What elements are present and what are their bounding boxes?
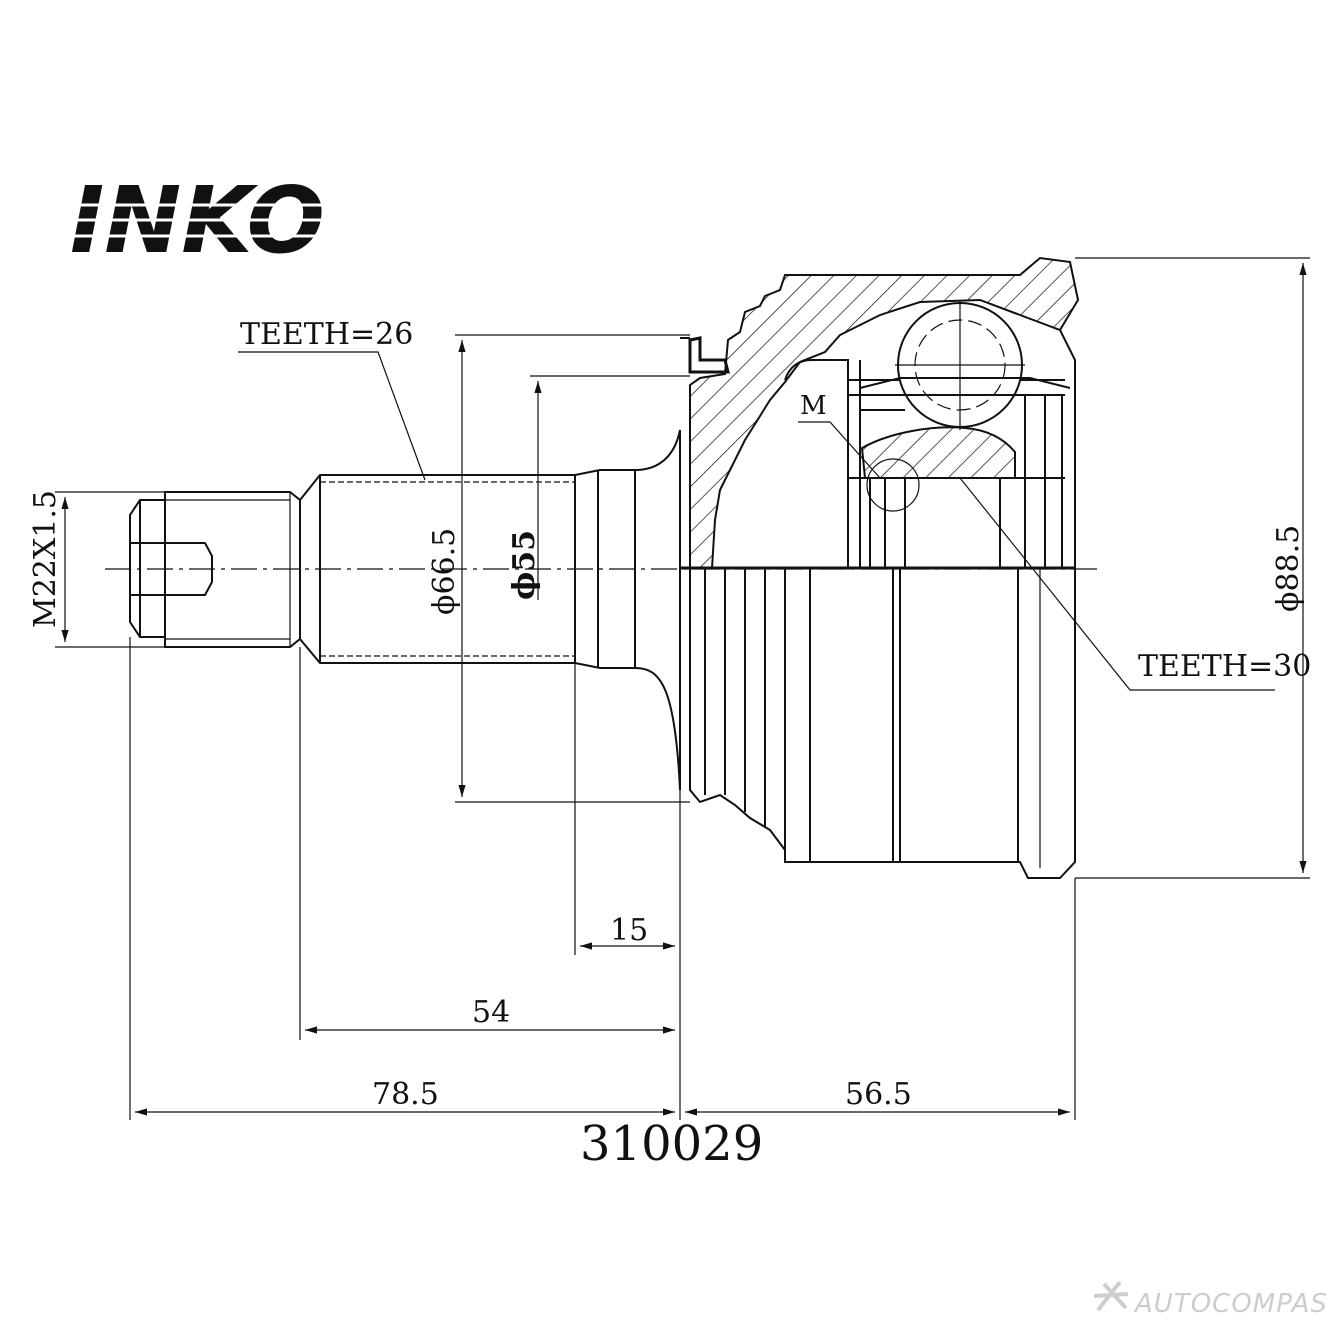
watermark-text: AUTOCOMPAS: [1133, 1289, 1328, 1319]
teeth-inner-label: TEETH=30: [1138, 649, 1311, 684]
dim-thread: M22X1.5: [28, 490, 165, 648]
teeth-outer-leader: [238, 351, 426, 481]
teeth-inner-leader: [959, 477, 1275, 691]
dim-housing-diameter: ϕ88.5: [1075, 257, 1310, 879]
body-length-dimension: 56.5: [845, 1077, 912, 1112]
shaft-collar: [574, 429, 681, 791]
part-number: 310029: [580, 1116, 763, 1172]
inner-race: [784, 359, 1071, 568]
mark-leader: [798, 421, 881, 479]
seal-diameter-dimension: ϕ55: [507, 530, 542, 600]
ball-bearing: [895, 300, 1025, 430]
shaft-diameter-dimension: ϕ66.5: [427, 528, 462, 615]
watermark: AUTOCOMPAS: [1093, 1280, 1328, 1319]
spline-shaft: [299, 474, 576, 664]
outer-housing: [680, 566, 1076, 879]
boot-clamp: [680, 336, 730, 374]
dim-shaft-length: 78.5: [135, 1077, 675, 1116]
dim-seal-diameter: ϕ55: [507, 375, 690, 600]
dim-shaft-diameter: ϕ66.5: [427, 334, 690, 803]
teeth-outer-label: TEETH=26: [240, 317, 413, 352]
mark-label: M: [800, 391, 827, 421]
collar-length-dimension: 15: [610, 913, 648, 948]
detail-circle: [866, 458, 920, 512]
watermark-icon: [1093, 1280, 1129, 1312]
dim-spline-length: 54: [305, 995, 675, 1034]
spline-length-dimension: 54: [472, 995, 510, 1030]
dim-collar-length: 15: [580, 913, 675, 950]
housing-diameter-dimension: ϕ88.5: [1271, 525, 1306, 612]
shaft-length-dimension: 78.5: [372, 1077, 439, 1112]
thread-dimension: M22X1.5: [28, 490, 63, 628]
brand-logo: INKO: [60, 167, 390, 274]
housing-section: [689, 256, 1080, 569]
dim-body-length: 56.5: [685, 1077, 1070, 1116]
